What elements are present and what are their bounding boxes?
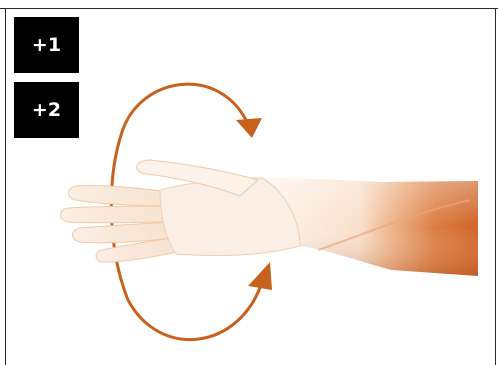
rotation-arrowhead-bottom-icon [248, 262, 272, 290]
plus-one-button[interactable]: +1 [14, 17, 79, 73]
finger-index [69, 185, 169, 206]
rotation-arrow-top-icon [122, 84, 248, 132]
fingers-group [61, 185, 177, 262]
rotation-arrow-bottom-icon [128, 282, 262, 340]
finger-ring [73, 222, 173, 243]
rotation-arrowhead-top-icon [236, 118, 262, 138]
finger-middle [61, 206, 171, 223]
plus-two-button[interactable]: +2 [14, 82, 79, 138]
